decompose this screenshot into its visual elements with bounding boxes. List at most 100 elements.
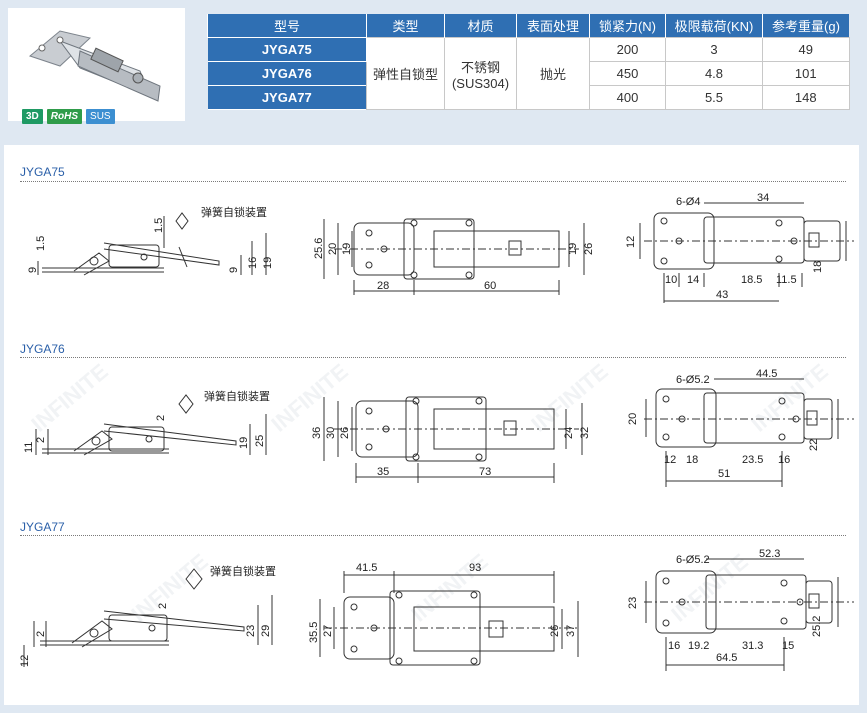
dim: 30 <box>325 427 337 439</box>
dim: 32 <box>579 427 591 439</box>
dim: 19 <box>238 437 250 449</box>
dim: 12 <box>19 655 31 667</box>
dim: 19 <box>262 257 274 269</box>
dim: 6-Ø4 <box>676 196 700 208</box>
dim: 34 <box>757 192 769 204</box>
dim: 9 <box>27 267 39 273</box>
dim: 16 <box>247 257 259 269</box>
spec-table: 型号 类型 材质 表面处理 锁紧力(N) 极限载荷(KN) 参考重量(g) JY… <box>207 14 850 110</box>
material-line1: 不锈钢 <box>460 59 500 75</box>
dim: 25.2 <box>811 616 823 637</box>
section-title-jyga76: JYGA76 <box>20 342 65 356</box>
dim: 18.5 <box>741 274 762 286</box>
dim: 23 <box>245 625 257 637</box>
dim: 44.5 <box>756 368 777 380</box>
dim: 2 <box>35 437 47 443</box>
dim: 37 <box>565 625 577 637</box>
limit-load-cell: 4.8 <box>665 61 763 86</box>
dim: 19 <box>341 243 353 255</box>
dim: 2 <box>157 603 169 609</box>
lock-force-cell: 450 <box>589 61 666 86</box>
top-view <box>323 218 585 295</box>
header-material: 材质 <box>444 14 517 38</box>
material-cell: 不锈钢 (SUS304) <box>444 37 517 110</box>
model-cell: JYGA75 <box>207 37 367 62</box>
dim: 12 <box>625 236 637 248</box>
drawing-jyga77: 弹簧自锁装置 2 2 12 23 29 41.5 93 35. <box>19 548 854 671</box>
dim: 73 <box>479 466 491 478</box>
back-view <box>639 202 854 303</box>
limit-load-cell: 5.5 <box>665 85 763 110</box>
drawing-jyga76: 弹簧自锁装置 2 2 11 19 25 36 30 <box>23 368 854 487</box>
dim: 12 <box>664 454 676 466</box>
dim: 27 <box>322 625 334 637</box>
dim: 93 <box>469 562 481 574</box>
dim: 19 <box>567 243 579 255</box>
dim: 28 <box>377 280 389 292</box>
dim: 26 <box>339 427 351 439</box>
dim: 1.5 <box>153 218 165 233</box>
dim: 43 <box>716 289 728 301</box>
dim: 1.5 <box>35 236 47 251</box>
header-lock-force: 锁紧力(N) <box>589 14 666 38</box>
badge-rohs: RoHS <box>46 109 83 124</box>
lock-force-cell: 400 <box>589 85 666 110</box>
side-view <box>23 568 273 667</box>
material-line2: (SUS304) <box>451 75 510 91</box>
badge-sus: SUS <box>86 109 115 124</box>
top-view <box>319 571 579 666</box>
drawing-jyga75: 弹簧自锁装置 1.5 1.5 9 9 16 19 <box>27 192 854 303</box>
dim: 20 <box>627 413 639 425</box>
model-cell: JYGA77 <box>207 85 367 110</box>
header-type: 类型 <box>366 14 445 38</box>
dim: 25 <box>254 435 266 447</box>
dim: 14 <box>687 274 699 286</box>
model-cell: JYGA76 <box>207 61 367 86</box>
drawings-panel: INFINITE INFINITE INFINITE INFINITE INFI… <box>4 145 859 705</box>
weight-cell: 148 <box>762 85 850 110</box>
section-title-jyga77: JYGA77 <box>20 520 65 534</box>
badge-row: 3D RoHS SUS <box>22 109 115 124</box>
back-view <box>644 378 854 487</box>
dim: 35.5 <box>308 622 320 643</box>
side-label: 弹簧自锁装置 <box>201 205 267 219</box>
dim: 60 <box>484 280 496 292</box>
lock-force-cell: 200 <box>589 37 666 62</box>
dim: 22 <box>808 439 820 451</box>
section-divider <box>20 357 846 358</box>
weight-cell: 49 <box>762 37 850 62</box>
dim: 9 <box>228 267 240 273</box>
dim: 19.2 <box>688 640 709 652</box>
header-finish: 表面处理 <box>516 14 590 38</box>
dim: 64.5 <box>716 652 737 664</box>
dim: 31.3 <box>742 640 763 652</box>
dim: 52.3 <box>759 548 780 560</box>
latch-photo <box>28 30 161 102</box>
weight-cell: 101 <box>762 61 850 86</box>
dim: 11 <box>23 442 35 453</box>
spec-header-row: 型号 类型 材质 表面处理 锁紧力(N) 极限载荷(KN) 参考重量(g) <box>207 14 849 38</box>
dim: 18 <box>812 261 824 273</box>
dim: 23 <box>627 597 639 609</box>
section-divider <box>20 535 846 536</box>
dim: 41.5 <box>356 562 377 574</box>
dim: 2 <box>155 415 167 421</box>
dim: 10 <box>665 274 677 286</box>
section-divider <box>20 181 846 182</box>
dim: 26 <box>583 243 595 255</box>
side-label: 弹簧自锁装置 <box>204 389 270 403</box>
dim: 6-Ø5.2 <box>676 374 710 386</box>
dim: 29 <box>260 625 272 637</box>
dim: 11.5 <box>776 274 797 286</box>
header-weight: 参考重量(g) <box>762 14 849 38</box>
header-model: 型号 <box>207 14 367 38</box>
dim: 35 <box>377 466 389 478</box>
dim: 20 <box>327 243 339 255</box>
dim: 18 <box>686 454 698 466</box>
dim: 51 <box>718 468 730 480</box>
dim: 15 <box>782 640 794 652</box>
badge-3d: 3D <box>22 109 43 124</box>
dim: 6-Ø5.2 <box>676 554 710 566</box>
table-row: JYGA75 弹性自锁型 不锈钢 (SUS304) 抛光 200 3 49 <box>207 37 850 110</box>
side-label: 弹簧自锁装置 <box>210 564 276 578</box>
